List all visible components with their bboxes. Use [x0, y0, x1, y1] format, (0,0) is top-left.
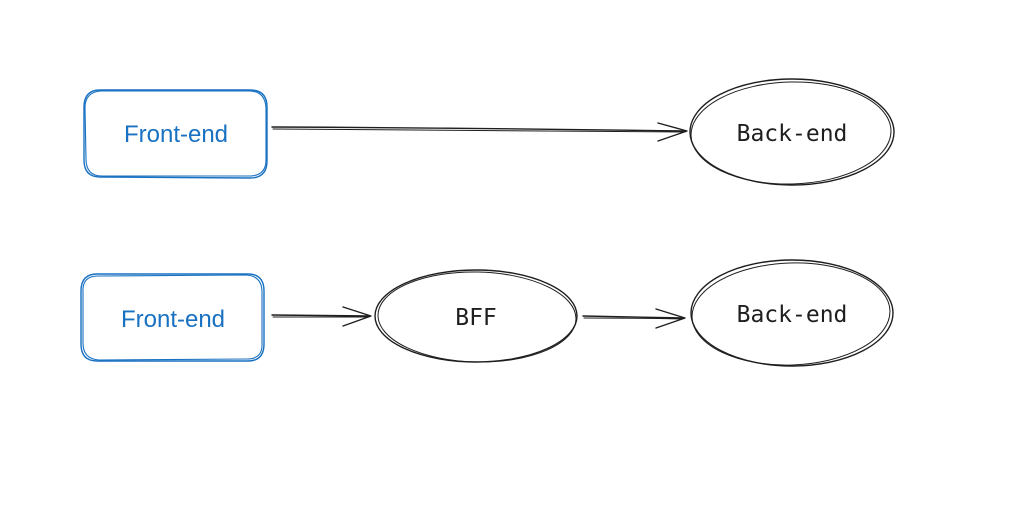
frontend-box-row1: Front-end [83, 89, 268, 179]
arrow-frontend-to-bff [271, 306, 372, 327]
backend-label-row2: Back-end [737, 302, 848, 328]
arrow-frontend-to-backend [271, 122, 688, 142]
bff-ellipse: BFF [374, 269, 578, 363]
frontend-box-row2: Front-end [80, 273, 265, 362]
bff-label: BFF [455, 305, 497, 331]
frontend-label-row2: Front-end [121, 306, 225, 333]
row-direct: Front-end Back-end [83, 78, 895, 186]
backend-ellipse-row1: Back-end [689, 78, 895, 186]
backend-ellipse-row2: Back-end [690, 259, 894, 367]
frontend-label-row1: Front-end [124, 121, 228, 148]
row-bff: Front-end BFF [80, 259, 894, 367]
arrow-bff-to-backend [582, 308, 686, 329]
backend-label-row1: Back-end [737, 121, 848, 147]
